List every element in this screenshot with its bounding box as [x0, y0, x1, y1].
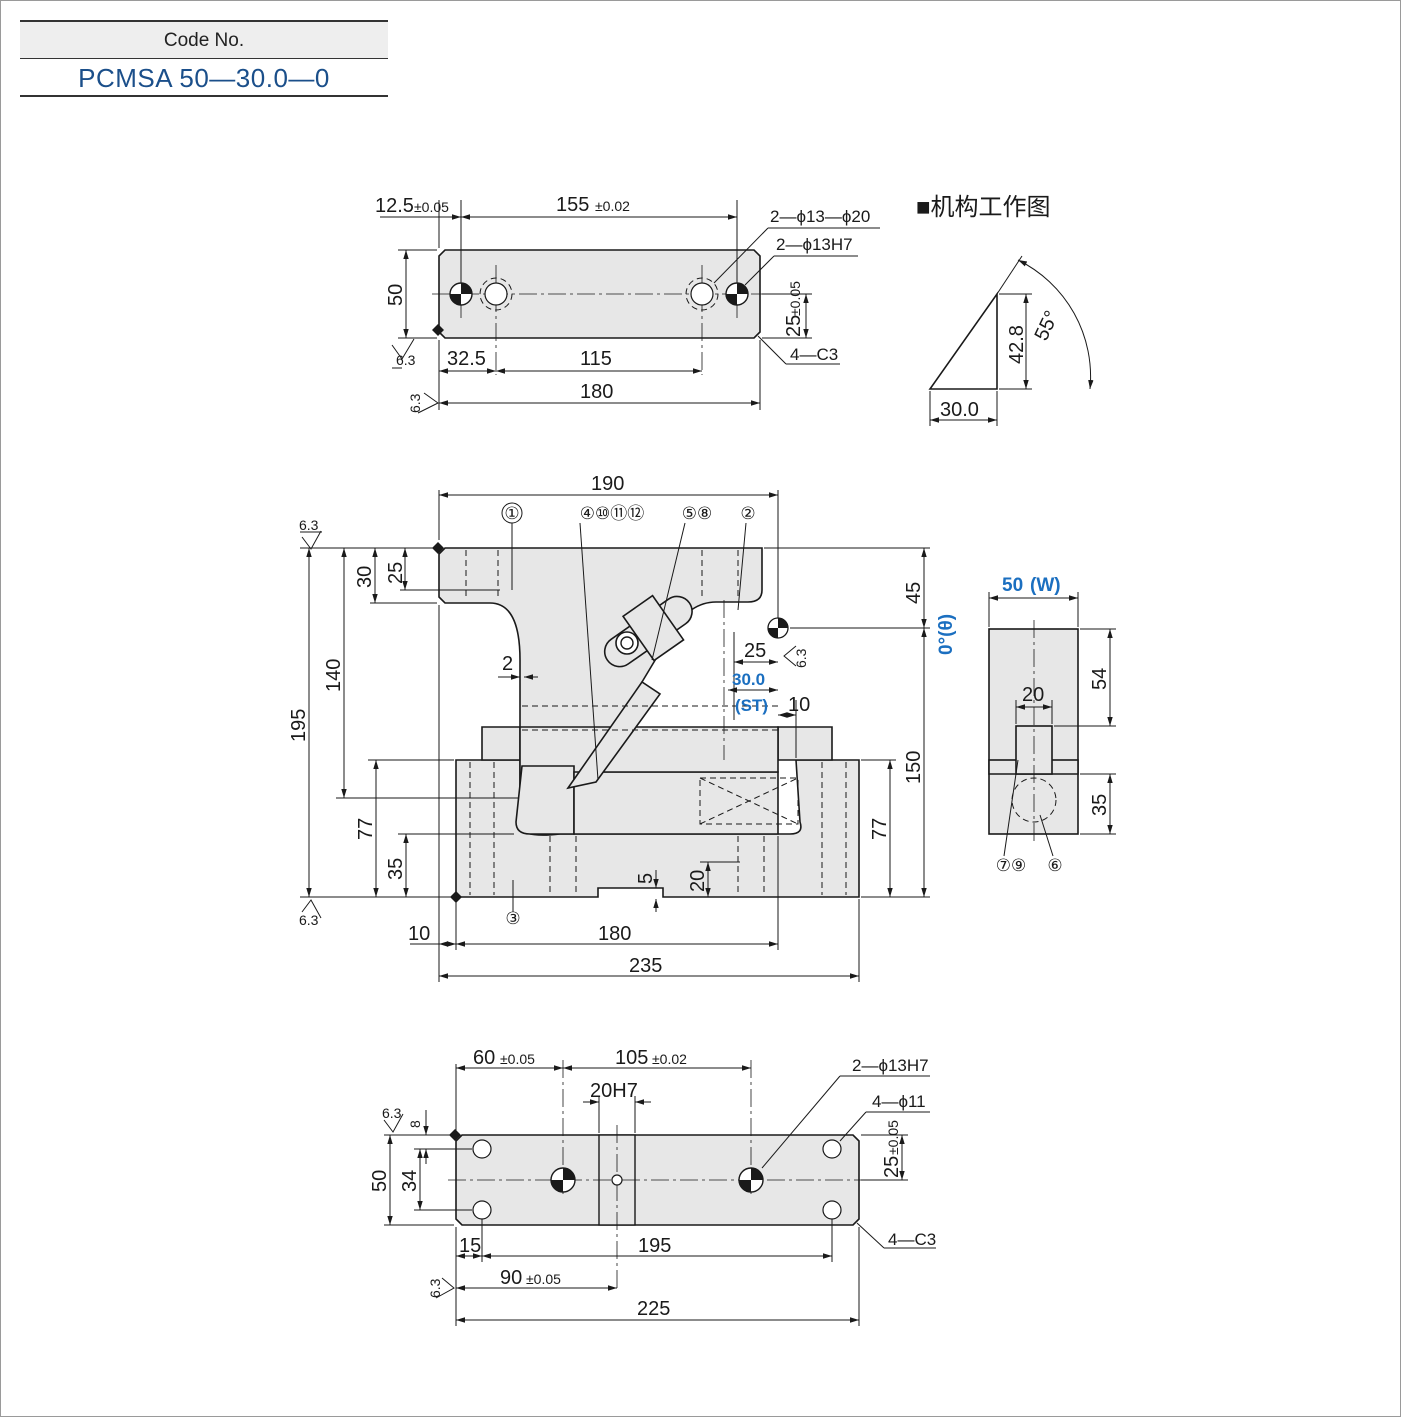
dim-60-tol: ±0.05 — [500, 1051, 535, 1067]
dim-10-right: 10 — [788, 694, 810, 716]
dim-180-front: 180 — [598, 923, 631, 945]
dim-5: 5 — [635, 873, 657, 884]
dim-105: 105 — [615, 1047, 648, 1069]
dim-155-tol: ±0.02 — [595, 198, 630, 214]
roughness-a: 6.3 — [396, 352, 416, 368]
hole-callout-1: 2—ϕ13—ϕ20 — [770, 207, 870, 226]
roughness-top: 6.3 — [299, 517, 319, 533]
bottom-dim-15: 15 — [459, 1235, 481, 1257]
dim-195: 195 — [288, 709, 310, 742]
dim-25-tol: ±0.05 — [787, 281, 803, 316]
bottom-dim-90-tol: ±0.05 — [526, 1271, 561, 1287]
dim-35: 35 — [385, 858, 407, 880]
side-view: 50 (W) 54 35 20 ⑦⑨ ⑥ — [988, 575, 1116, 875]
balloon-4-10-11-12: ④⑩⑪⑫ — [580, 504, 644, 523]
dim-25: 25 — [783, 315, 805, 337]
slider — [515, 765, 575, 835]
mechanism-angle: 55° — [1031, 307, 1064, 344]
mechanism-height: 42.8 — [1006, 325, 1028, 364]
dim-32-5: 32.5 — [447, 348, 486, 370]
datum-hole-right — [725, 282, 749, 306]
balloon-3: ③ — [505, 909, 520, 928]
dim-30: 30 — [354, 566, 376, 588]
bottom-view: 60 ±0.05 105 ±0.02 20H7 2—ϕ13H7 4—ϕ11 50… — [369, 1047, 936, 1326]
dim-235: 235 — [629, 955, 662, 977]
code-number-value: PCMSA 50—30.0—0 — [20, 59, 388, 97]
side-width-tag: (W) — [1030, 575, 1061, 596]
balloon-1: ① — [504, 504, 519, 523]
bottom-datum-hole-right — [738, 1167, 764, 1193]
dim-155: 155 — [556, 194, 589, 216]
stroke-label: (ST) — [735, 696, 768, 715]
bottom-dim-34: 34 — [399, 1170, 421, 1192]
hole-callout-2: 2—ϕ13H7 — [776, 235, 853, 254]
bottom-datum-hole-left — [550, 1167, 576, 1193]
mechanism-width: 30.0 — [940, 399, 979, 421]
side-dim-20: 20 — [1022, 684, 1044, 706]
mechanism-diagram: ■机构工作图 42.8 30.0 55° — [916, 194, 1094, 426]
inclined-plate — [566, 680, 662, 790]
slot-20h7: 20H7 — [590, 1080, 638, 1102]
bottom-dim-25: 25 — [881, 1156, 903, 1178]
dim-2: 2 — [502, 653, 513, 675]
bottom-dim-90: 90 — [500, 1267, 522, 1289]
code-number-header: Code No. — [20, 20, 388, 59]
bottom-roughness-a: 6.3 — [382, 1105, 402, 1121]
dim-12-5-tol: ±0.05 — [414, 199, 449, 215]
top-view: 12.5 ±0.05 155 ±0.02 50 25 ±0.05 32.5 11… — [375, 194, 880, 414]
dim-77-right: 77 — [869, 818, 891, 840]
bottom-roughness-b: 6.3 — [427, 1278, 443, 1298]
bottom-dim-25-tol: ±0.05 — [885, 1120, 901, 1155]
bottom-hole-callout-1: 2—ϕ13H7 — [852, 1056, 929, 1075]
dim-105-tol: ±0.02 — [652, 1051, 687, 1067]
balloon-2: ② — [740, 504, 755, 523]
front-view: ① ④⑩⑪⑫ ⑤⑧ ② ③ 190 25 30 140 195 77 35 — [288, 473, 957, 982]
dim-25-right: 25 — [744, 640, 766, 662]
dim-115: 115 — [580, 348, 612, 370]
side-dim-54: 54 — [1089, 668, 1111, 690]
bottom-dim-50: 50 — [369, 1170, 391, 1192]
dim-60: 60 — [473, 1047, 495, 1069]
bottom-hole-callout-2: 4—ϕ11 — [872, 1092, 926, 1111]
balloon-7-9: ⑦⑨ — [996, 856, 1026, 875]
roughness-bottom: 6.3 — [299, 912, 319, 928]
bottom-dim-225: 225 — [637, 1298, 670, 1320]
dim-150: 150 — [903, 751, 925, 784]
side-dim-35: 35 — [1089, 794, 1111, 816]
chamfer-callout: 4—C3 — [790, 345, 838, 364]
bottom-dim-8: 8 — [407, 1120, 423, 1128]
mechanism-title: ■机构工作图 — [916, 194, 1051, 221]
dim-50: 50 — [385, 284, 407, 306]
dim-190: 190 — [591, 473, 624, 495]
angle-theta: 0°(θ) — [936, 614, 957, 655]
dim-45: 45 — [903, 582, 925, 604]
balloon-6: ⑥ — [1047, 856, 1062, 875]
dim-140: 140 — [323, 659, 345, 692]
code-number-box: Code No. PCMSA 50—30.0—0 — [20, 20, 388, 97]
roughness-right: 6.3 — [793, 648, 809, 668]
datum-hole-left — [449, 282, 473, 306]
bottom-chamfer-callout: 4—C3 — [888, 1230, 936, 1249]
dim-180: 180 — [580, 381, 613, 403]
balloon-5-8: ⑤⑧ — [682, 504, 712, 523]
dim-10-left: 10 — [408, 923, 430, 945]
bottom-dim-195: 195 — [638, 1235, 671, 1257]
stroke-value: 30.0 — [732, 670, 765, 689]
dim-20: 20 — [687, 870, 709, 892]
dim-12-5: 12.5 — [375, 195, 414, 217]
dim-77-left: 77 — [355, 818, 377, 840]
dim-25-left: 25 — [385, 562, 407, 584]
side-width: 50 — [1002, 575, 1023, 596]
roughness-b: 6.3 — [407, 393, 423, 413]
